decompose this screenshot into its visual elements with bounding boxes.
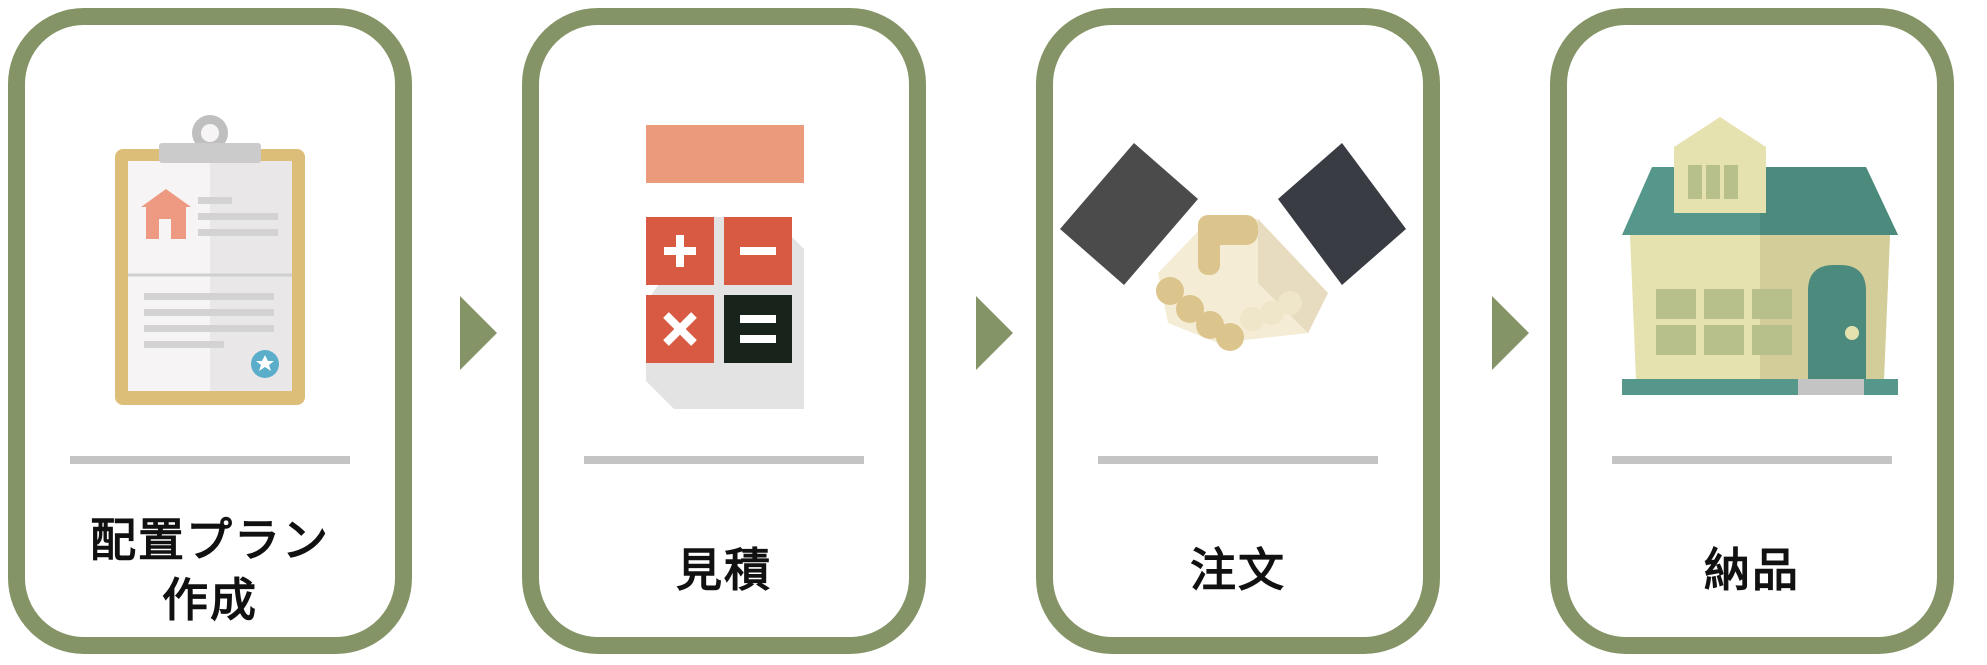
step-label: 見積 bbox=[539, 495, 909, 645]
step-label: 配置プラン 作成 bbox=[25, 495, 395, 645]
step-label-line-1: 配置プラン bbox=[90, 513, 330, 567]
arrow-right-icon bbox=[976, 296, 1013, 370]
step-label-line-1: 見積 bbox=[676, 543, 772, 597]
handshake-icon bbox=[1058, 143, 1418, 407]
clipboard-floor-plan-icon bbox=[95, 105, 325, 419]
step-label-line-2: 作成 bbox=[162, 573, 258, 627]
step-label: 注文 bbox=[1053, 495, 1423, 645]
house-icon bbox=[1592, 95, 1912, 429]
step-label: 納品 bbox=[1567, 495, 1937, 645]
step-card-delivery: 納品 bbox=[1550, 8, 1954, 654]
divider bbox=[584, 456, 864, 464]
arrow-right-icon bbox=[1492, 296, 1529, 370]
step-card-order: 注文 bbox=[1036, 8, 1440, 654]
step-card-estimate: 見積 bbox=[522, 8, 926, 654]
arrow-right-icon bbox=[460, 296, 497, 370]
divider bbox=[1098, 456, 1378, 464]
divider bbox=[1612, 456, 1892, 464]
calculator-icon bbox=[624, 113, 824, 417]
step-label-line-1: 納品 bbox=[1704, 543, 1800, 597]
step-label-line-1: 注文 bbox=[1190, 543, 1286, 597]
step-card-plan: 配置プラン 作成 bbox=[8, 8, 412, 654]
divider bbox=[70, 456, 350, 464]
